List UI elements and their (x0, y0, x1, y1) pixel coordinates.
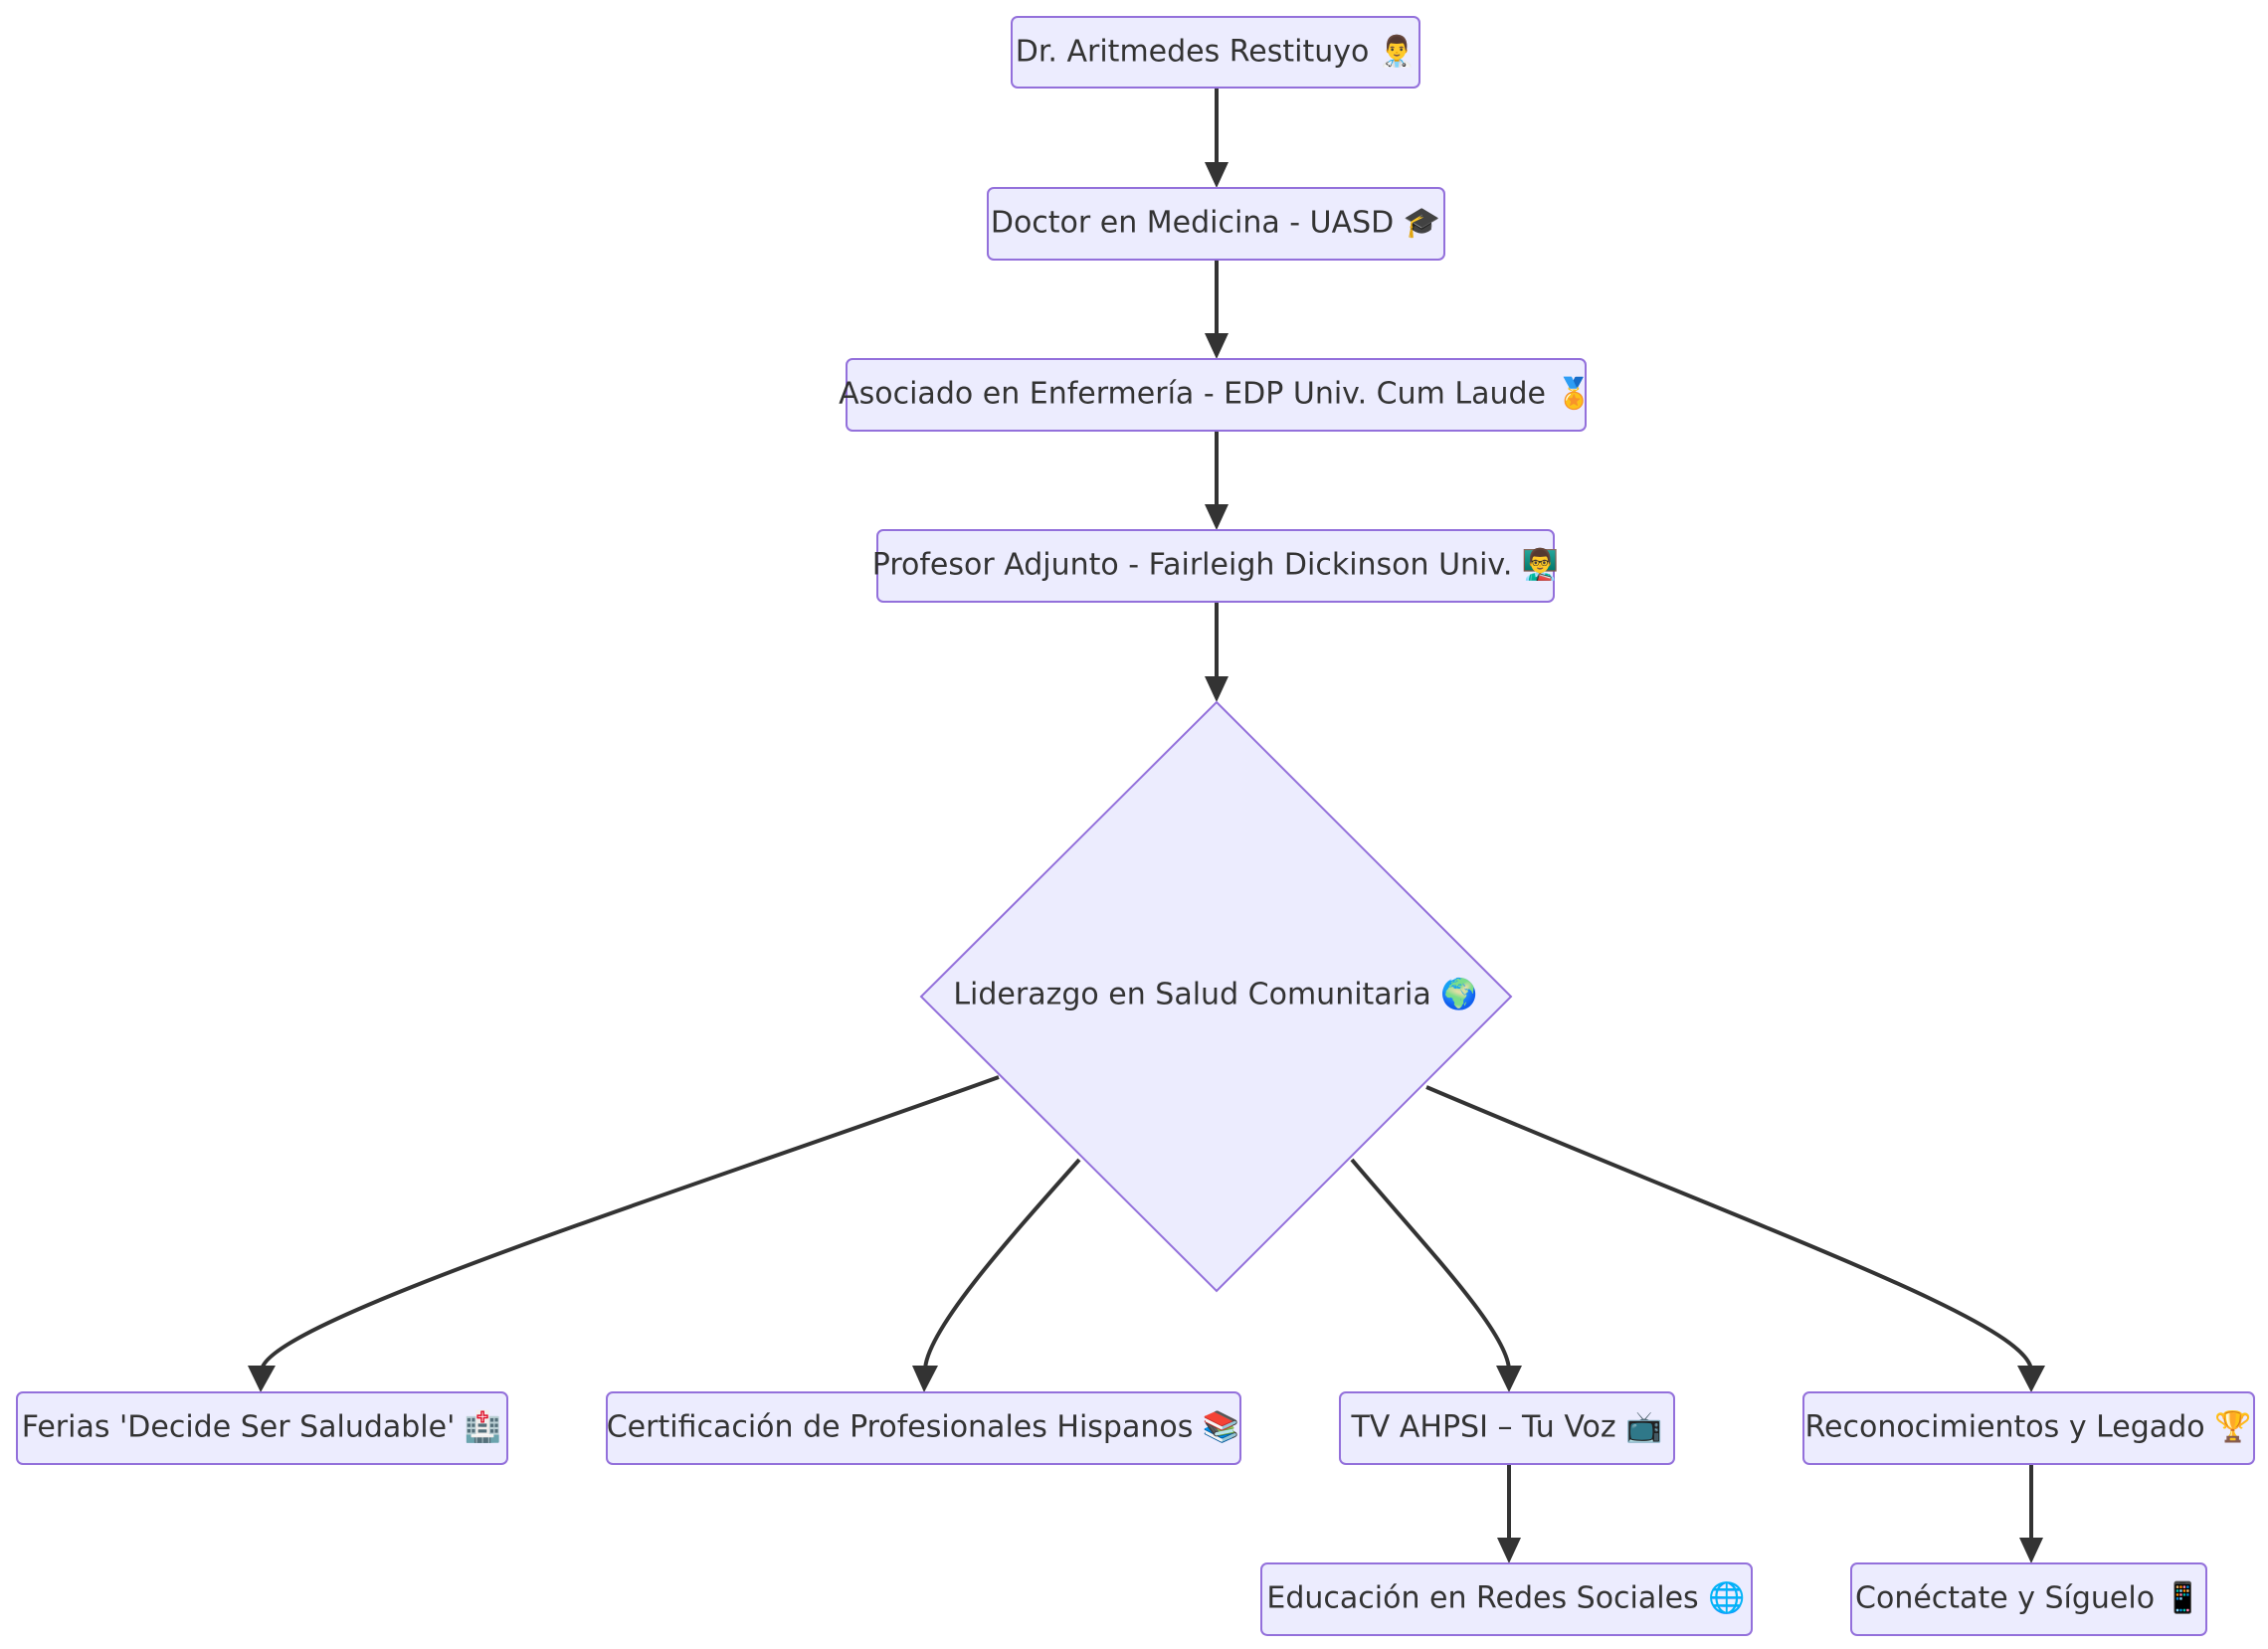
node-ferias[interactable]: Ferias 'Decide Ser Saludable' 🏥 (16, 1391, 508, 1465)
node-liderazgo[interactable]: Liderazgo en Salud Comunitaria 🌍 (919, 700, 1513, 1293)
arrowhead-medicina-enfermeria (1205, 333, 1228, 359)
arrowhead-liderazgo-certificacion (912, 1366, 938, 1392)
arrowhead-enfermeria-profesor (1205, 504, 1228, 530)
edge-liderazgo-certificacion (923, 1158, 1081, 1372)
edges (248, 88, 2045, 1563)
node-educacion[interactable]: Educación en Redes Sociales 🌐 (1260, 1562, 1753, 1636)
node-doctor[interactable]: Dr. Aritmedes Restituyo 👨‍⚕️ (1011, 16, 1420, 89)
arrowhead-profesor-liderazgo (1205, 676, 1228, 702)
node-profesor[interactable]: Profesor Adjunto - Fairleigh Dickinson U… (872, 529, 1560, 603)
arrowhead-tv-educacion (1497, 1538, 1521, 1563)
node-reconocimientos-label: Reconocimientos y Legado 🏆 (1805, 1409, 2252, 1445)
arrowhead-doctor-medicina (1205, 162, 1228, 188)
arrowhead-reconocimientos-conectate (2019, 1538, 2043, 1563)
node-ferias-label: Ferias 'Decide Ser Saludable' 🏥 (22, 1409, 502, 1445)
node-tv[interactable]: TV AHPSI – Tu Voz 📺 (1339, 1391, 1675, 1465)
node-medicina[interactable]: Doctor en Medicina - UASD 🎓 (987, 187, 1445, 261)
node-certificacion[interactable]: Certificación de Profesionales Hispanos … (606, 1391, 1241, 1465)
node-tv-label: TV AHPSI – Tu Voz 📺 (1350, 1410, 1662, 1445)
edge-liderazgo-ferias (260, 1075, 1000, 1372)
node-conectate-label: Conéctate y Síguelo 📱 (1855, 1580, 2201, 1616)
edge-liderazgo-tv (1350, 1158, 1511, 1372)
arrowhead-liderazgo-reconocimientos (2017, 1366, 2045, 1392)
node-certificacion-label: Certificación de Profesionales Hispanos … (607, 1410, 1240, 1445)
node-liderazgo-label: Liderazgo en Salud Comunitaria 🌍 (953, 977, 1477, 1012)
edge-liderazgo-reconocimientos (1425, 1085, 2033, 1372)
node-conectate[interactable]: Conéctate y Síguelo 📱 (1850, 1562, 2207, 1636)
node-enfermeria-label: Asociado en Enfermería - EDP Univ. Cum L… (839, 376, 1593, 412)
node-educacion-label: Educación en Redes Sociales 🌐 (1266, 1580, 1745, 1616)
arrowhead-liderazgo-ferias (248, 1366, 276, 1392)
arrowhead-liderazgo-tv (1496, 1366, 1522, 1392)
node-profesor-label: Profesor Adjunto - Fairleigh Dickinson U… (872, 547, 1560, 583)
node-doctor-label: Dr. Aritmedes Restituyo 👨‍⚕️ (1016, 34, 1417, 70)
node-enfermeria[interactable]: Asociado en Enfermería - EDP Univ. Cum L… (839, 358, 1593, 432)
node-reconocimientos[interactable]: Reconocimientos y Legado 🏆 (1802, 1391, 2255, 1465)
node-medicina-label: Doctor en Medicina - UASD 🎓 (991, 206, 1440, 241)
